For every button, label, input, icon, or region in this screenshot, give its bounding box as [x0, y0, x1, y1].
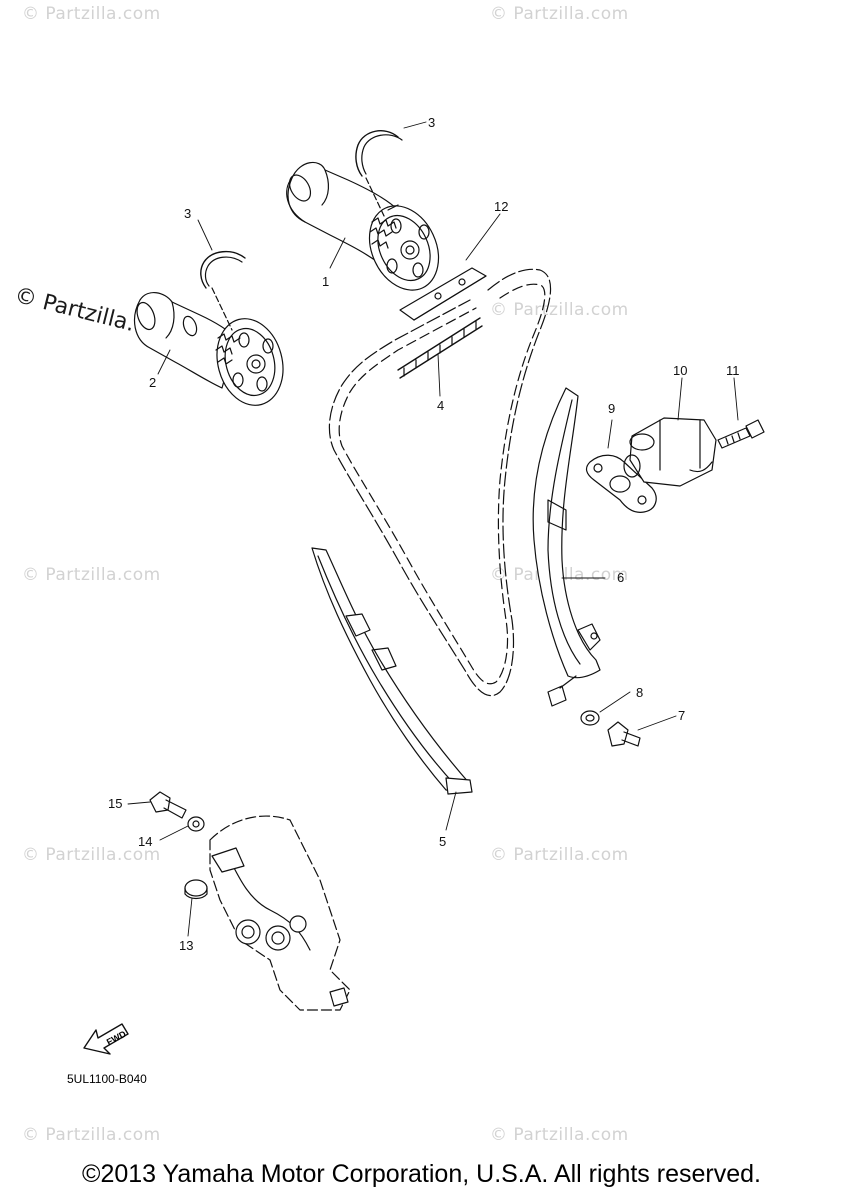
tensioner-gasket-9	[585, 454, 657, 513]
plug-13	[184, 879, 208, 900]
watermark: © Partzilla.com	[490, 845, 629, 865]
bolt-11	[717, 419, 765, 449]
watermark: © Partzilla.com	[22, 565, 161, 585]
callout-3-upper: 3	[428, 115, 436, 130]
washer-14	[187, 816, 205, 832]
callout-5: 5	[439, 834, 447, 849]
watermark: © Partzilla.com	[22, 845, 161, 865]
chain-guide-12	[399, 267, 487, 321]
callout-6: 6	[617, 570, 625, 585]
callout-11: 11	[726, 363, 740, 378]
callout-1: 1	[322, 274, 330, 289]
callout-12: 12	[494, 199, 509, 214]
leader-lines	[127, 121, 739, 937]
callout-13: 13	[179, 938, 194, 953]
chain-guide-5	[311, 547, 473, 795]
callout-15: 15	[108, 796, 123, 811]
copyright-notice: ©2013 Yamaha Motor Corporation, U.S.A. A…	[82, 1160, 761, 1188]
diagram-code: 5UL1100-B040	[67, 1072, 147, 1086]
callout-3-left: 3	[184, 206, 192, 221]
callout-10: 10	[673, 363, 688, 378]
watermark: © Partzilla.com	[22, 4, 161, 24]
callout-9: 9	[608, 401, 616, 416]
fwd-arrow-icon	[83, 1023, 129, 1055]
tensioner-10	[623, 417, 717, 487]
callout-7: 7	[678, 708, 686, 723]
cam-chain-4	[328, 268, 552, 697]
watermark: © Partzilla.com	[490, 1125, 629, 1145]
watermark: © Partzilla.com	[490, 4, 629, 24]
crankcase-section	[209, 815, 351, 1011]
callout-8: 8	[636, 685, 644, 700]
callout-2: 2	[149, 375, 157, 390]
chain-guide-6	[532, 387, 601, 707]
watermark: © Partzilla.com	[22, 1125, 161, 1145]
bolt-15	[149, 791, 187, 819]
camshaft-2	[133, 292, 284, 406]
circlip-3-upper	[355, 130, 403, 219]
circlip-3-left	[200, 251, 246, 331]
watermark: © Partzilla.com	[490, 300, 629, 320]
camshaft-1	[286, 161, 440, 291]
callout-4: 4	[437, 398, 445, 413]
bolt-7	[607, 721, 641, 747]
washer-8	[580, 710, 600, 726]
callout-14: 14	[138, 834, 153, 849]
